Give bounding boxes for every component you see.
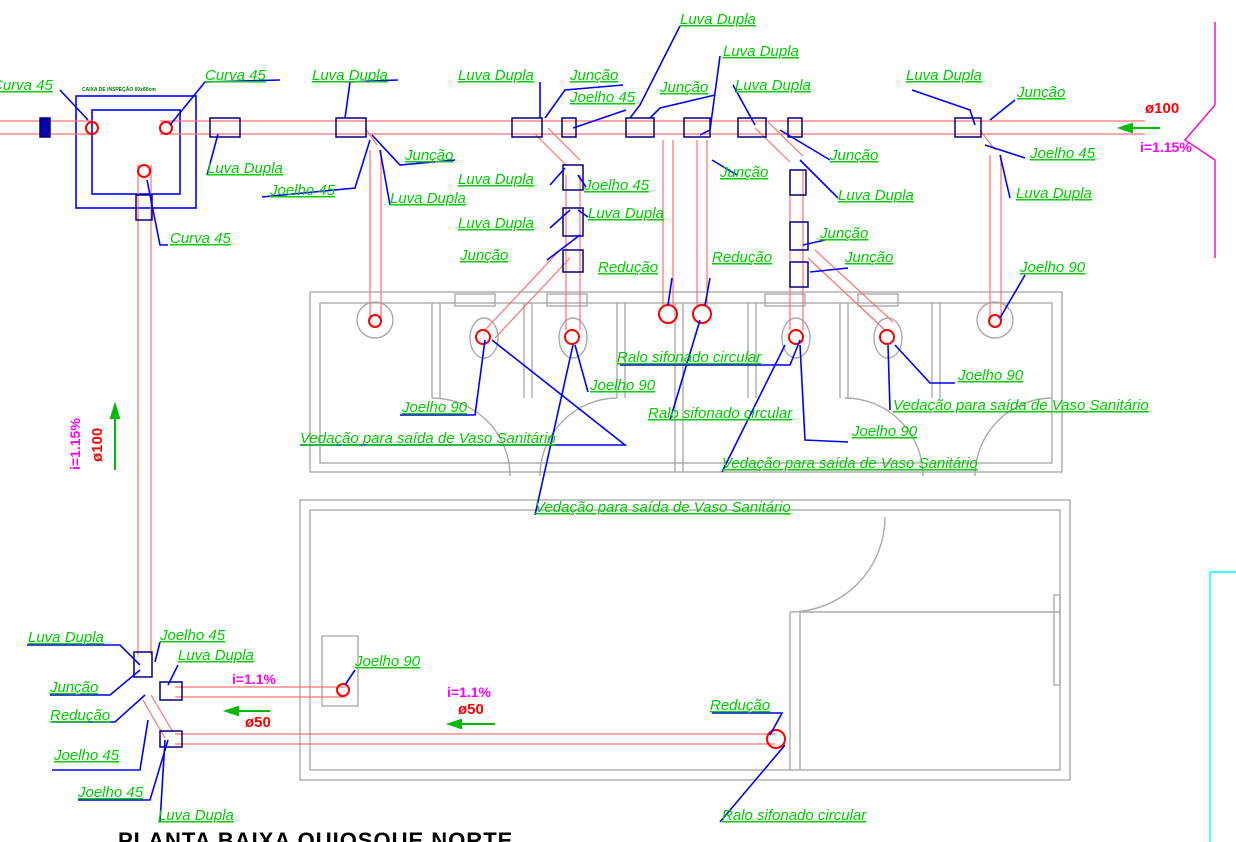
flow-arrows [109, 122, 1160, 730]
label: Joelho 90 [1019, 259, 1086, 276]
label: Junção [404, 147, 453, 164]
label: Luva Dupla [458, 215, 534, 232]
label: Luva Dupla [458, 171, 534, 188]
diameter-a: ø50 [245, 714, 271, 731]
label: Luva Dupla [906, 67, 982, 84]
label: Junção [719, 164, 768, 181]
label: Curva 45 [0, 77, 54, 94]
fitting-labels: Curva 45 Curva 45 Luva Dupla Luva Dupla … [0, 11, 1149, 824]
label: Junção [1016, 84, 1065, 101]
label: Redução [712, 249, 772, 266]
label: Junção [829, 147, 878, 164]
label: Joelho 90 [851, 423, 918, 440]
label: Curva 45 [170, 230, 232, 247]
label: Luva Dupla [838, 187, 914, 204]
label: Joelho 45 [269, 182, 336, 199]
label: Curva 45 [205, 67, 267, 84]
slope-top: i=1.15% [1140, 139, 1192, 155]
drawing-title: PLANTA BAIXA QUIOSQUE NORTE [118, 828, 513, 842]
label: Redução [598, 259, 658, 276]
label: Vedação para saída de Vaso Sanitário [535, 499, 791, 516]
inspection-box: CAIXA DE INSPEÇÃO 60x60cm [75, 86, 197, 209]
label: Joelho 90 [401, 399, 468, 416]
label: Joelho 90 [957, 367, 1024, 384]
terminals [85, 121, 1002, 749]
label: Luva Dupla [207, 160, 283, 177]
label: Joelho 45 [583, 177, 650, 194]
label: Joelho 45 [77, 784, 144, 801]
diameter-vertical: ø100 [89, 428, 106, 462]
label: Ralo sifonado circular [617, 349, 762, 366]
fittings [39, 117, 982, 748]
building-walls [299, 291, 1071, 781]
label: Ralo sifonado circular [722, 807, 867, 824]
label: Luva Dupla [458, 67, 534, 84]
label: Vedação para saída de Vaso Sanitário [300, 430, 556, 447]
slope-a: i=1.1% [232, 671, 277, 687]
label: Ralo sifonado circular [648, 405, 793, 422]
label: Joelho 90 [589, 377, 656, 394]
label: Junção [844, 249, 893, 266]
label: Luva Dupla [680, 11, 756, 28]
label: Joelho 45 [159, 627, 226, 644]
label: Joelho 45 [569, 89, 636, 106]
slope-b: i=1.1% [447, 684, 492, 700]
boundary-lines [1183, 22, 1236, 842]
label: Redução [50, 707, 110, 724]
label: Luva Dupla [588, 205, 664, 222]
slope-vertical: i=1.15% [67, 418, 83, 470]
label: Junção [49, 679, 98, 696]
label: Junção [819, 225, 868, 242]
label: Vedação para saída de Vaso Sanitário [893, 397, 1149, 414]
label: Luva Dupla [723, 43, 799, 60]
label: Joelho 45 [53, 747, 120, 764]
label: Vedação para saída de Vaso Sanitário [722, 455, 978, 472]
label: Joelho 90 [354, 653, 421, 670]
label: Luva Dupla [312, 67, 388, 84]
label: Luva Dupla [390, 190, 466, 207]
label: Luva Dupla [1016, 185, 1092, 202]
diameter-top: ø100 [1145, 100, 1179, 117]
diameter-b: ø50 [458, 701, 484, 718]
leader-lines [27, 25, 1026, 823]
pipes [0, 120, 1145, 745]
label: Luva Dupla [178, 647, 254, 664]
label: Junção [569, 67, 618, 84]
label: Junção [659, 79, 708, 96]
label: Redução [710, 697, 770, 714]
label: Junção [459, 247, 508, 264]
label: Luva Dupla [28, 629, 104, 646]
label: Luva Dupla [158, 807, 234, 824]
inspection-box-label: CAIXA DE INSPEÇÃO 60x60cm [82, 86, 156, 93]
label: Joelho 45 [1029, 145, 1096, 162]
label: Luva Dupla [735, 77, 811, 94]
